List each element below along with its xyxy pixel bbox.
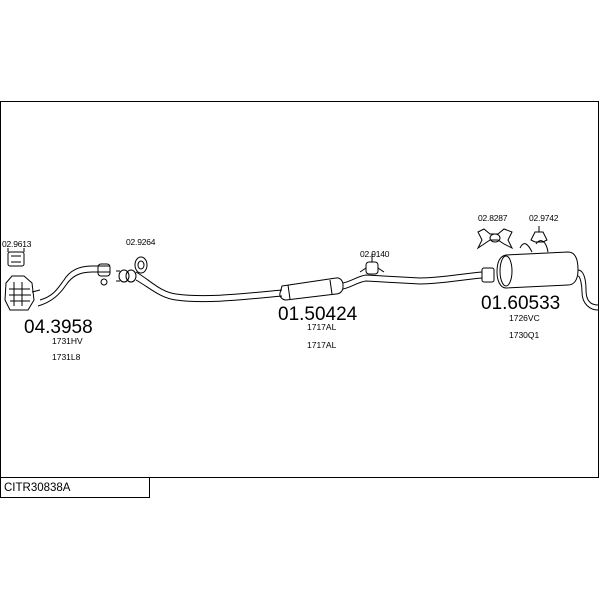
front-pipe bbox=[37, 263, 111, 307]
part-label-middle-silencer: 01.50424 bbox=[278, 304, 358, 325]
rear-hanger-2-icon bbox=[530, 226, 548, 243]
rear-ref-1: 1726VC bbox=[509, 313, 540, 323]
intermediate-pipe bbox=[135, 271, 283, 303]
rear-hanger-icon bbox=[476, 228, 514, 250]
clamp-icon bbox=[7, 248, 25, 267]
part-label-hanger-rear-1: 02.8287 bbox=[478, 213, 508, 223]
part-label-hanger-rear-2: 02.9742 bbox=[529, 213, 559, 223]
part-label-clamp-left: 02.9613 bbox=[2, 239, 32, 249]
diagram-frame bbox=[0, 101, 599, 478]
middle-ref-1: 1717AL bbox=[307, 322, 337, 332]
catalyst-icon bbox=[4, 275, 41, 311]
part-label-hanger-middle: 02.9140 bbox=[360, 249, 390, 259]
middle-silencer-icon bbox=[279, 277, 344, 301]
rear-ref-2: 1730Q1 bbox=[509, 330, 540, 340]
part-label-catalyst: 04.3958 bbox=[24, 317, 93, 338]
diagram-title: CITR30838A bbox=[0, 478, 150, 498]
part-label-gasket: 02.9264 bbox=[126, 237, 156, 247]
tailpipe bbox=[577, 269, 599, 311]
hanger-icon bbox=[359, 254, 385, 275]
gasket-icon bbox=[134, 256, 148, 274]
flange-joint bbox=[116, 269, 137, 283]
rear-silencer-icon bbox=[496, 240, 579, 289]
catalyst-ref-2: 1731L8 bbox=[52, 352, 81, 362]
part-label-rear-silencer: 01.60533 bbox=[481, 293, 561, 314]
middle-ref-2: 1717AL bbox=[307, 340, 337, 350]
catalyst-ref-1: 1731HV bbox=[52, 336, 83, 346]
rear-pipe bbox=[342, 267, 495, 290]
